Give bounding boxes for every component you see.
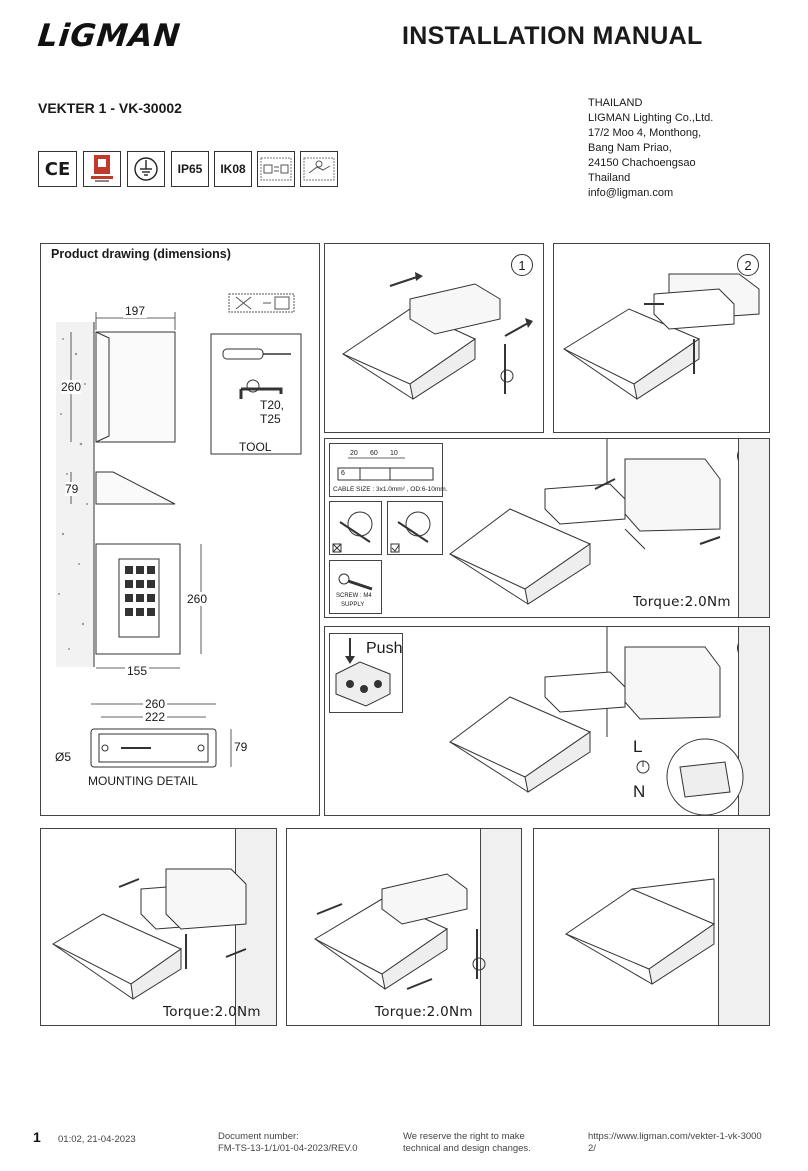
company-address: THAILAND LIGMAN Lighting Co.,Ltd. 17/2 M… xyxy=(588,96,713,201)
dimension-drawing xyxy=(56,293,302,768)
neutral-terminal-label: N xyxy=(633,782,646,801)
dim-width-155: 155 xyxy=(125,664,150,678)
brand-logo: LiGMAN xyxy=(36,18,183,54)
address-line: THAILAND xyxy=(588,97,643,109)
step-4-panel: 4 Push L N xyxy=(324,626,770,816)
address-line: LIGMAN Lighting Co.,Ltd. xyxy=(588,112,714,124)
document-number: Document number: FM-TS-13-1/1/01-04-2023… xyxy=(218,1131,358,1155)
step-5-illustration xyxy=(51,868,247,1000)
dim-width-197: 197 xyxy=(123,304,148,318)
wall-section xyxy=(738,439,769,617)
dim-height-260-front: 260 xyxy=(187,592,208,606)
live-terminal-label: L xyxy=(633,737,643,756)
wall-section xyxy=(480,829,521,1025)
address-line: Thailand xyxy=(588,172,631,184)
step-number: 1 xyxy=(511,254,533,276)
tool-label: TOOL xyxy=(239,440,272,454)
address-line: 17/2 Moo 4, Monthong, xyxy=(588,127,702,139)
step-6-panel: 6 Torque:2.0Nm xyxy=(286,828,522,1026)
dim-width-260: 260 xyxy=(143,697,168,711)
mounting-detail-label: MOUNTING DETAIL xyxy=(88,774,198,788)
cable-dim: 10 xyxy=(390,450,398,457)
model-name: VEKTER 1 - VK-30002 xyxy=(38,100,182,116)
push-terminal-detail: Push xyxy=(329,633,403,713)
step-3-illustration xyxy=(449,439,721,605)
wall-section xyxy=(738,627,769,815)
screw-detail-box: SCREW : M4 SUPPLY xyxy=(329,560,382,614)
replaceable-gear-icon xyxy=(300,151,338,187)
cable-dim: 6 xyxy=(341,470,345,477)
dim-depth-79-mounting: 79 xyxy=(234,740,248,754)
replaceable-light-source-icon xyxy=(257,151,295,187)
step-2-illustration xyxy=(562,273,760,400)
disclaimer: We reserve the right to make technical a… xyxy=(403,1131,531,1155)
screw-size-label: SCREW : M4 xyxy=(336,593,372,599)
torque-label: Torque:2.0Nm xyxy=(633,594,731,610)
dim-height-260: 260 xyxy=(61,380,82,394)
page-number: 1 xyxy=(33,1129,41,1145)
screw-supply-label: SUPPLY xyxy=(341,602,365,608)
step-4-illustration xyxy=(449,627,744,815)
ik08-icon: IK08 xyxy=(214,151,252,187)
tool-t25-label: T25 xyxy=(260,412,281,426)
quality-mark-icon xyxy=(83,151,121,187)
step-number: 2 xyxy=(737,254,759,276)
disclaimer-line: technical and design changes. xyxy=(403,1143,531,1154)
product-drawing-title: Product drawing (dimensions) xyxy=(51,247,231,261)
cable-dim: 60 xyxy=(370,450,378,457)
wall-section xyxy=(235,829,276,1025)
cable-dim: 20 xyxy=(350,450,358,457)
gland-right-detail xyxy=(387,501,443,555)
document-number-value: FM-TS-13-1/1/01-04-2023/REV.0 xyxy=(218,1143,358,1154)
step-1-illustration xyxy=(341,272,533,400)
document-title: INSTALLATION MANUAL xyxy=(402,22,703,50)
disclaimer-line: We reserve the right to make xyxy=(403,1131,525,1142)
dim-depth-79: 79 xyxy=(65,482,79,496)
step-7-illustration xyxy=(564,878,716,985)
push-label: Push xyxy=(366,640,403,657)
step-1-panel: 1 xyxy=(324,243,544,433)
address-line: 24150 Chachoengsao xyxy=(588,157,696,169)
earth-class-icon xyxy=(127,151,165,187)
torque-label: Torque:2.0Nm xyxy=(375,1004,473,1020)
document-number-label: Document number: xyxy=(218,1131,299,1142)
product-url[interactable]: https://www.ligman.com/vekter-1-vk-3000 … xyxy=(588,1131,762,1155)
cable-detail-box: 20 60 10 6 CABLE SIZE : 3x1.0mm² , OD:6-… xyxy=(329,443,448,497)
step-6-illustration xyxy=(313,873,486,990)
step-2-panel: 2 xyxy=(553,243,770,433)
address-line: Bang Nam Priao, xyxy=(588,142,672,154)
ce-mark-icon: CE xyxy=(38,151,77,187)
step-7-panel: 7 xyxy=(533,828,770,1026)
product-url-line[interactable]: 2/ xyxy=(588,1143,596,1154)
address-email: info@ligman.com xyxy=(588,187,674,199)
gland-wrong-detail xyxy=(329,501,382,555)
product-url-line[interactable]: https://www.ligman.com/vekter-1-vk-3000 xyxy=(588,1131,762,1142)
step-3-panel: 3 20 60 10 6 CABLE SIZE : 3x1.0mm² , OD:… xyxy=(324,438,770,618)
wall-section xyxy=(718,829,769,1025)
tool-t20-label: T20, xyxy=(260,398,285,412)
dim-width-222: 222 xyxy=(143,710,168,724)
step-5-panel: 5 Torque:2.0Nm xyxy=(40,828,277,1026)
dim-hole-diameter: Ø5 xyxy=(55,750,72,764)
cable-size-label: CABLE SIZE : 3x1.0mm² , OD:6-10mm. xyxy=(333,486,448,493)
ip65-icon: IP65 xyxy=(171,151,209,187)
version-date: 01:02, 21-04-2023 xyxy=(58,1134,136,1145)
product-drawing-panel: Product drawing (dimensions) xyxy=(40,243,320,816)
torque-label: Torque:2.0Nm xyxy=(163,1004,261,1020)
